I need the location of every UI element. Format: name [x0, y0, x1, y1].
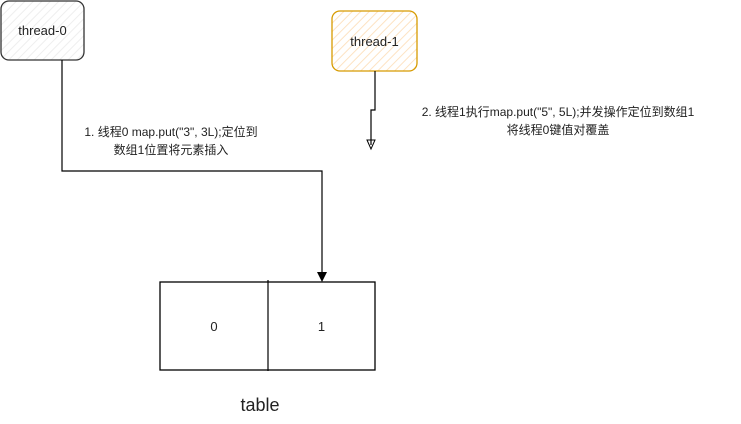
edge-thread1	[370, 71, 376, 145]
step1-line2: 数组1位置将元素插入	[113, 143, 229, 157]
thread-1-node[interactable]: thread-1	[332, 11, 417, 71]
step2-label: 2. 线程1执行map.put("5", 5L);并发操作定位到数组1 将线程0…	[388, 103, 728, 139]
cell-1-label: 1	[317, 318, 326, 334]
table-cell-0[interactable]: 0	[160, 282, 268, 370]
thread-0-node[interactable]: thread-0	[1, 1, 84, 60]
thread-0-label: thread-0	[18, 23, 67, 38]
step2-line1: 2. 线程1执行map.put("5", 5L);并发操作定位到数组1	[421, 105, 695, 119]
cell-0-label: 0	[210, 318, 218, 334]
arrowhead	[317, 272, 327, 282]
thread-1-label: thread-1	[350, 33, 399, 49]
step1-label: 1. 线程0 map.put("3", 3L);定位到 数组1位置将元素插入	[66, 123, 276, 159]
step2-line2: 将线程0键值对覆盖	[506, 123, 610, 137]
thread-0-box-shape	[0, 0, 85, 61]
arrowhead	[366, 139, 376, 151]
table-label: table	[240, 395, 280, 415]
step1-line1: 1. 线程0 map.put("3", 3L);定位到	[84, 125, 258, 139]
edge-thread0-to-table	[61, 60, 323, 278]
table-cell-1[interactable]: 1	[268, 282, 375, 370]
